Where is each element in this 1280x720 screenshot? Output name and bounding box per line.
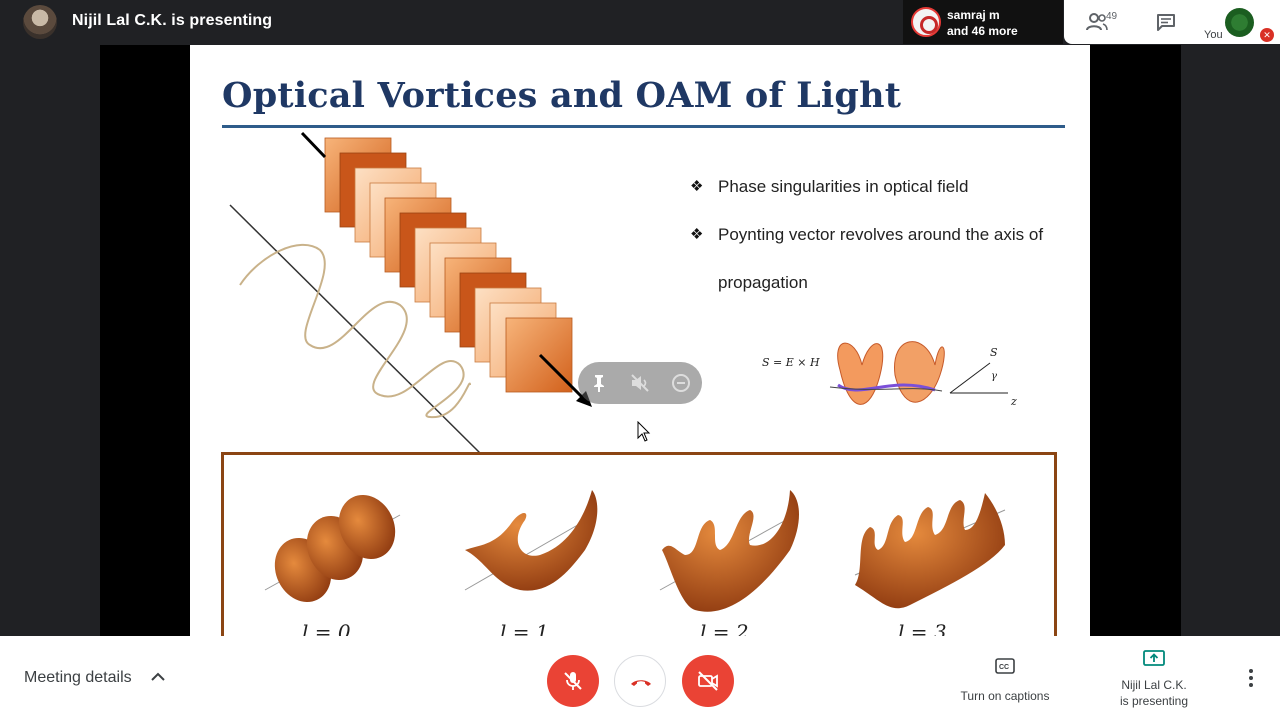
top-bar: Nijil Lal C.K. is presenting samraj m an… xyxy=(0,0,1280,45)
mic-off-icon xyxy=(564,672,582,690)
remove-icon[interactable] xyxy=(669,371,693,395)
svg-text:CC: CC xyxy=(999,664,1009,671)
more-options-icon[interactable] xyxy=(1249,669,1253,690)
presenting-name: Nijil Lal C.K. xyxy=(1121,678,1187,692)
presentation-slide: Optical Vortices and OAM of Light xyxy=(190,45,1090,636)
pin-icon[interactable] xyxy=(587,371,611,395)
slide-title: Optical Vortices and OAM of Light xyxy=(222,75,902,116)
presenter-title: Nijil Lal C.K. is presenting xyxy=(72,12,273,29)
light-wave xyxy=(239,244,471,419)
hang-up-icon xyxy=(631,680,651,686)
active-speaker-names: samraj m and 46 more xyxy=(947,7,1018,39)
bullet-item: ❖ Poynting vector revolves around the ax… xyxy=(690,211,1080,307)
mute-off-icon[interactable] xyxy=(628,371,652,395)
participant-count: 49 xyxy=(1106,11,1118,22)
presenting-status-button[interactable]: Nijil Lal C.K. is presenting xyxy=(1106,650,1202,709)
chevron-up-icon[interactable] xyxy=(151,672,165,682)
captions-button[interactable]: CC Turn on captions xyxy=(945,658,1065,703)
l-label: l = 3 xyxy=(898,620,947,636)
diamond-bullet-icon: ❖ xyxy=(690,226,704,243)
propagation-arrow xyxy=(300,131,327,159)
wavefront-planes xyxy=(324,137,573,393)
people-icon[interactable] xyxy=(1086,12,1108,32)
self-label: You xyxy=(1204,29,1223,41)
self-avatar[interactable] xyxy=(1225,8,1254,37)
title-divider xyxy=(222,125,1065,128)
bullet-list: ❖ Phase singularities in optical field ❖… xyxy=(690,163,1080,307)
chat-icon[interactable] xyxy=(1156,13,1176,31)
speaker-avatar-icon xyxy=(911,7,941,37)
mouse-cursor-icon xyxy=(637,421,651,442)
presentation-hover-controls xyxy=(578,362,702,404)
vortex-l0 xyxy=(264,494,401,603)
bullet-text: Phase singularities in optical field xyxy=(718,177,969,196)
poynting-vortex-graphic: S γ z xyxy=(829,341,1017,408)
l-label: l = 2 xyxy=(700,620,749,636)
vortex-l3 xyxy=(854,493,1006,609)
active-speaker-tile[interactable]: samraj m and 46 more xyxy=(903,0,1063,44)
camera-off-icon xyxy=(698,671,718,691)
present-screen-icon xyxy=(1143,650,1165,666)
vortex-l2 xyxy=(659,490,799,612)
leave-call-button[interactable] xyxy=(614,655,666,707)
vortex-frame xyxy=(221,452,1057,636)
l-label: l = 0 xyxy=(302,620,351,636)
bullet-item: ❖ Phase singularities in optical field xyxy=(690,163,1080,211)
l-label: l = 1 xyxy=(500,620,549,636)
captions-label: Turn on captions xyxy=(960,689,1050,703)
top-right-panel: 49 You ✕ xyxy=(1064,0,1280,44)
poynting-formula: S = E × H xyxy=(762,356,820,369)
propagation-axis-line xyxy=(229,204,481,454)
presenter-avatar xyxy=(23,5,57,39)
active-speaker-more: and 46 more xyxy=(947,24,1018,38)
axis-gamma-label: γ xyxy=(991,371,997,382)
bullet-text: Poynting vector revolves around the axis… xyxy=(718,225,1044,292)
slide-graphics: S γ z xyxy=(229,131,1017,612)
axis-z-label: z xyxy=(1010,395,1017,408)
axis-s-label: S xyxy=(990,346,998,359)
microphone-toggle-button[interactable] xyxy=(547,655,599,707)
mic-off-badge-icon: ✕ xyxy=(1260,28,1274,42)
meeting-details-button[interactable]: Meeting details xyxy=(24,669,132,686)
active-speaker-name: samraj m xyxy=(947,8,1000,22)
presenting-status: is presenting xyxy=(1119,694,1189,708)
vortex-l1 xyxy=(464,490,598,591)
presenting-label: Nijil Lal C.K. is presenting xyxy=(1106,677,1202,709)
captions-icon: CC xyxy=(995,658,1015,674)
bottom-bar: Meeting details xyxy=(0,636,1280,720)
diamond-bullet-icon: ❖ xyxy=(690,178,704,195)
camera-toggle-button[interactable] xyxy=(682,655,734,707)
